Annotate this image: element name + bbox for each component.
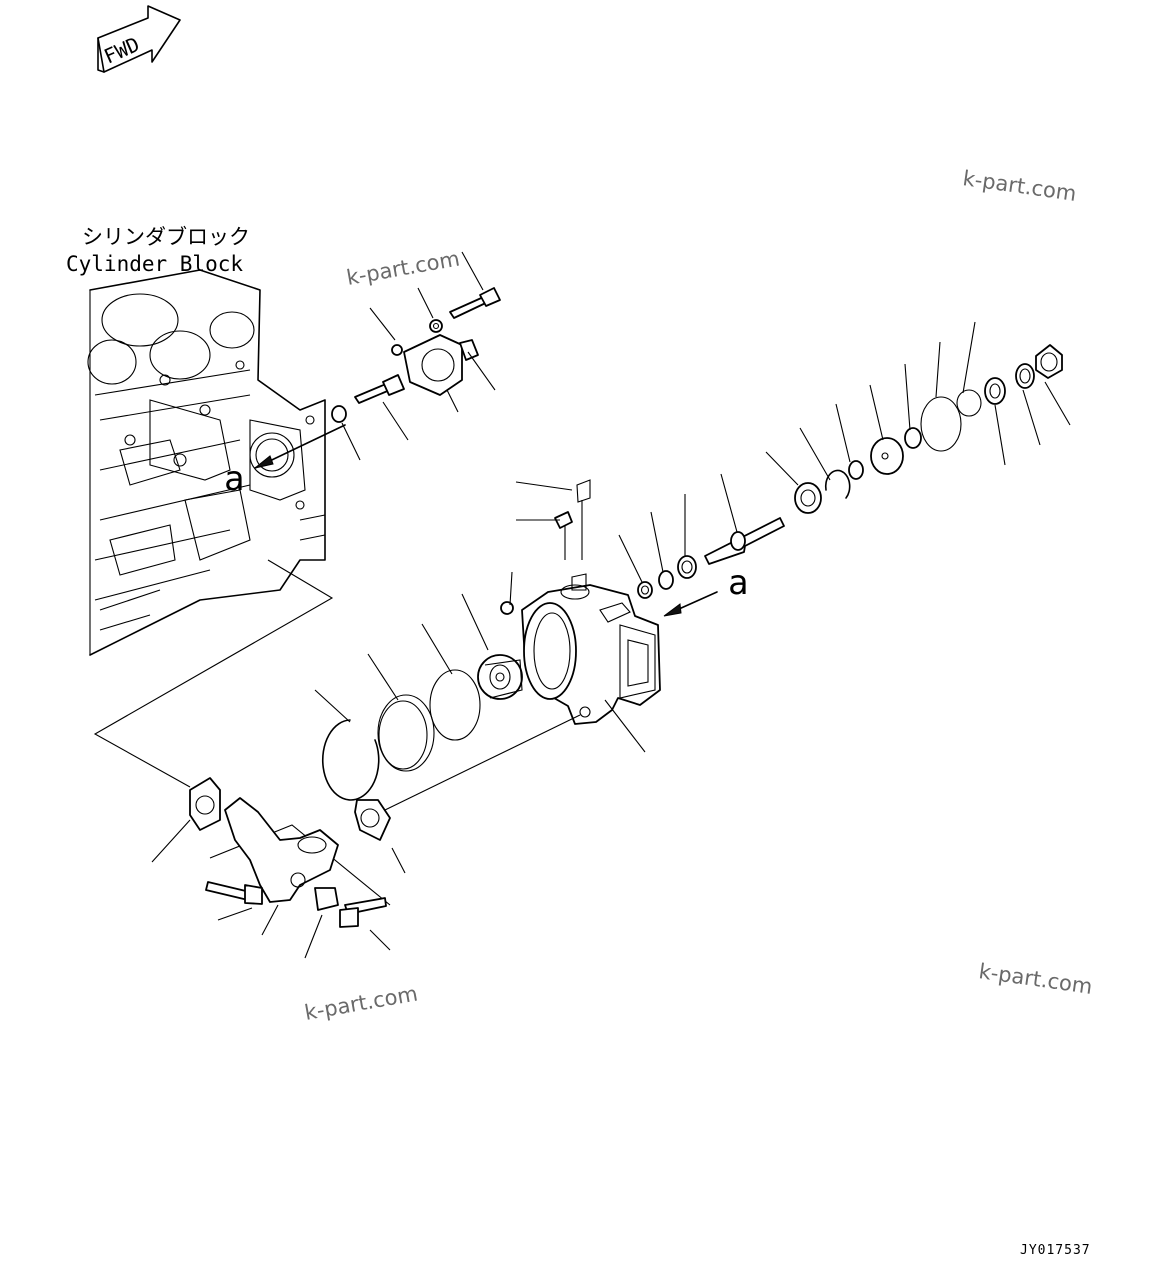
fwd-arrow-icon: FWD bbox=[97, 5, 181, 73]
cylinder-block-drawing bbox=[87, 269, 326, 656]
view-marker-left: a bbox=[224, 459, 244, 499]
view-arrow-right-head bbox=[663, 603, 682, 617]
assembly-frame-left bbox=[93, 559, 334, 788]
cylinder-block-label-en: Cylinder Block bbox=[66, 252, 243, 276]
assembly-frame-right bbox=[384, 714, 581, 811]
watermark-top-right: k-part.com bbox=[961, 166, 1078, 206]
view-marker-right: a bbox=[728, 563, 748, 603]
drawing-code: JY017537 bbox=[1020, 1243, 1091, 1258]
fwd-label: FWD bbox=[100, 32, 143, 69]
thermostat-cover-group bbox=[331, 251, 501, 461]
watermark-top-left: k-part.com bbox=[345, 246, 462, 289]
watermark-bottom-right: k-part.com bbox=[977, 959, 1094, 999]
shaft-parts-group bbox=[618, 321, 1071, 599]
cylinder-block-label-jp: シリンダブロック bbox=[82, 225, 250, 249]
watermark-bottom-left: k-part.com bbox=[303, 981, 420, 1024]
assembly-frame-pipe bbox=[209, 824, 391, 906]
view-arrow-left-head bbox=[254, 455, 274, 469]
water-pipe-group bbox=[151, 777, 406, 959]
pump-housing-drawing bbox=[500, 479, 661, 753]
impeller-group bbox=[314, 593, 523, 801]
